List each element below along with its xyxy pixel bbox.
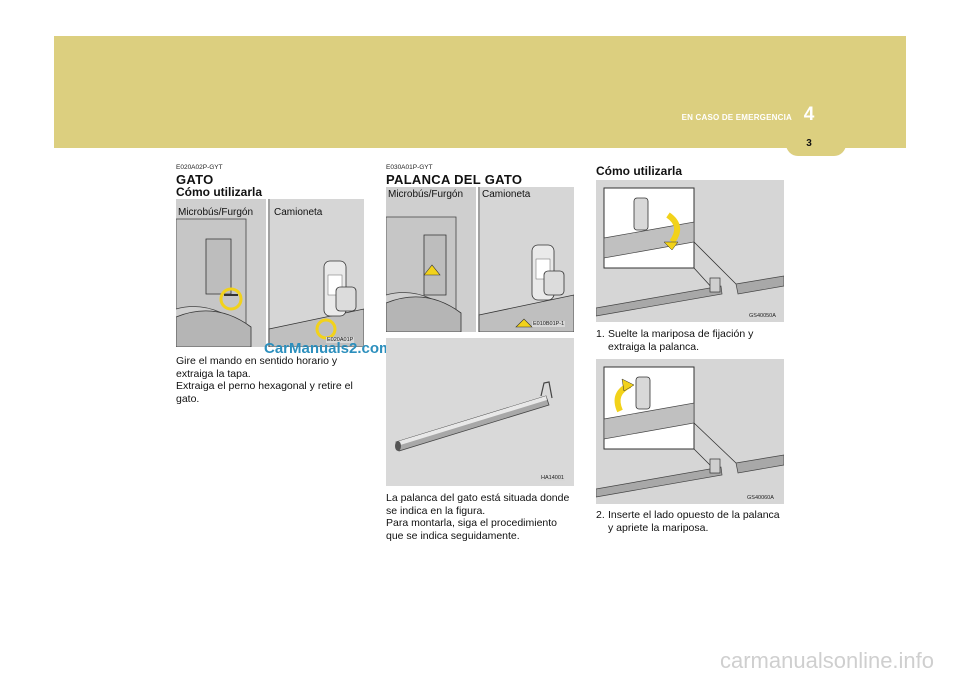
jack-location-figure: Microbús/Furgón Camioneta E020A01P xyxy=(176,199,364,347)
col1-body: Gire el mando en sentido horario y extra… xyxy=(176,355,368,405)
section-code: E020A02P-GYT xyxy=(176,164,223,171)
jack-lever-location-figure: Microbús/Furgón Camioneta E010B01P-1 xyxy=(386,187,574,332)
section-title: GATO xyxy=(176,172,214,187)
figure-tag: GS40050A xyxy=(748,313,777,319)
watermark-footer: carmanualsonline.info xyxy=(720,648,935,673)
figure-tag: E020A01P xyxy=(326,337,355,343)
watermark-overlay: CarManuals2.com xyxy=(264,340,393,357)
chapter-number: 4 xyxy=(803,104,815,125)
body-line: Extraiga el perno hexagonal y retire el xyxy=(176,380,353,392)
col2-body: La palanca del gato está situada donde s… xyxy=(386,492,578,542)
body-line: extraiga la tapa. xyxy=(176,367,251,380)
step-text: Inserte el lado opuesto de la palanca xyxy=(608,509,780,521)
figure-label-left: Microbús/Furgón xyxy=(388,189,464,200)
page-tab xyxy=(786,134,846,156)
jack-lever-figure: HA14001 xyxy=(386,338,574,486)
body-line: se indica en la figura. xyxy=(386,504,486,517)
insert-lever-figure: GS40060A xyxy=(596,359,784,504)
body-line: Para montarla, siga el procedimiento xyxy=(386,517,558,529)
section-subtitle: Cómo utilizarla xyxy=(176,185,263,199)
figure-label-left: Microbús/Furgón xyxy=(178,207,254,218)
section-code: E030A01P-GYT xyxy=(386,164,433,171)
figure-tag: GS40060A xyxy=(746,495,775,501)
section-title: Cómo utilizarla xyxy=(596,164,683,178)
remove-lever-figure: GS40050A xyxy=(596,180,784,322)
step-text: y apriete la mariposa. xyxy=(608,521,709,534)
body-line: La palanca del gato está situada donde xyxy=(386,492,570,504)
step-1: 1. Suelte la mariposa de fijación y extr… xyxy=(596,328,786,353)
body-line: que se indica seguidamente. xyxy=(386,529,520,542)
chapter-title: EN CASO DE EMERGENCIA xyxy=(681,113,792,122)
figure-tag: HA14001 xyxy=(540,475,565,481)
body-line: gato. xyxy=(176,392,200,405)
step-text: Suelte la mariposa de fijación y xyxy=(608,328,754,340)
step-number: 2. xyxy=(596,509,605,521)
body-line: Gire el mando en sentido horario y xyxy=(176,355,338,367)
header-band xyxy=(54,36,906,148)
step-number: 1. xyxy=(596,328,605,340)
step-text: extraiga la palanca. xyxy=(608,340,700,353)
page-number: 3 xyxy=(806,138,812,149)
figure-label-right: Camioneta xyxy=(274,207,323,218)
section-title: PALANCA DEL GATO xyxy=(386,172,523,187)
step-2: 2. Inserte el lado opuesto de la palanca… xyxy=(596,509,786,534)
figure-tag: E010B01P-1 xyxy=(532,321,566,327)
figure-label-right: Camioneta xyxy=(482,189,531,200)
